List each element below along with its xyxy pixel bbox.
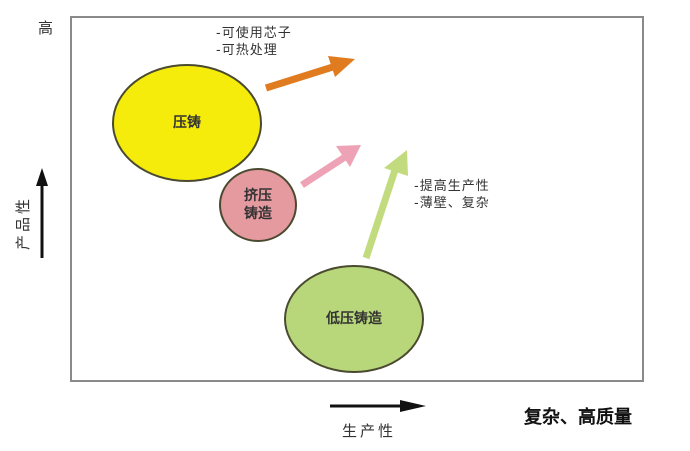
x-axis-arrow-icon xyxy=(330,400,426,412)
die-casting-note-2: -可热处理 xyxy=(216,43,278,58)
orange-arrow-icon xyxy=(264,56,355,92)
die-casting-note-1: -可使用芯子 xyxy=(216,26,292,41)
low-pressure-casting-node: 低压铸造 xyxy=(284,265,424,373)
squeeze-casting-label: 挤压铸造 xyxy=(244,188,272,222)
low-pressure-casting-label: 低压铸造 xyxy=(326,311,382,327)
x-axis-label: 生产性 xyxy=(342,422,397,440)
y-axis-arrow-icon xyxy=(36,168,48,258)
low-pressure-note-2: -薄壁、复杂 xyxy=(414,196,490,211)
diagram-frame xyxy=(70,16,644,382)
y-axis-high-label: 高 xyxy=(38,19,54,37)
x-axis-end-label: 复杂、高质量 xyxy=(524,407,632,428)
green-arrow-icon xyxy=(362,150,408,260)
die-casting-node: 压铸 xyxy=(112,64,262,182)
pink-arrow-icon xyxy=(300,145,361,188)
squeeze-casting-node: 挤压铸造 xyxy=(219,168,297,242)
die-casting-label: 压铸 xyxy=(173,115,201,131)
low-pressure-note-1: -提高生产性 xyxy=(414,179,490,194)
